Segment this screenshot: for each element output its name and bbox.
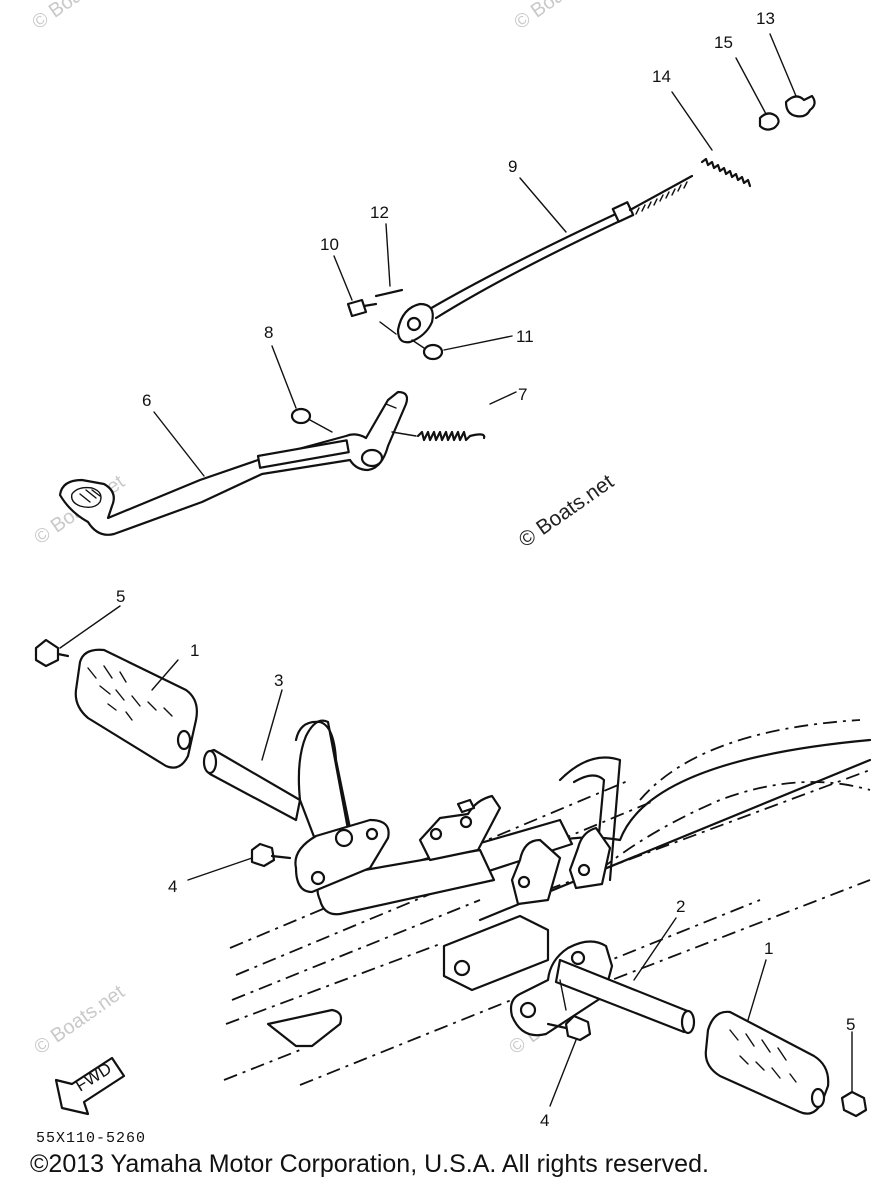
callout-5-left: 5 bbox=[116, 587, 125, 606]
callout-12: 12 bbox=[370, 203, 389, 222]
cotter-pin bbox=[374, 288, 404, 298]
callout-8: 8 bbox=[264, 323, 273, 342]
left-footrest-bar bbox=[202, 719, 390, 894]
right-footrest-bar bbox=[509, 940, 696, 1037]
callout-11: 11 bbox=[516, 327, 534, 346]
watermark-bottom-left: © Boats.net bbox=[30, 981, 129, 1059]
copyright-notice: ©2013 Yamaha Motor Corporation, U.S.A. A… bbox=[30, 1150, 709, 1178]
brake-pedal-assembly bbox=[58, 390, 486, 536]
callout-9: 9 bbox=[508, 157, 517, 176]
callout-1-right: 1 bbox=[764, 939, 773, 958]
callout-15: 15 bbox=[714, 33, 733, 52]
left-bolt bbox=[34, 638, 70, 668]
callout-10: 10 bbox=[320, 235, 339, 254]
callout-5-right: 5 bbox=[846, 1015, 855, 1034]
adjusting-nut bbox=[758, 112, 780, 131]
fwd-arrow-icon: FWD bbox=[54, 1056, 126, 1116]
brake-cable-assembly bbox=[346, 94, 816, 361]
clevis-pin bbox=[346, 298, 368, 318]
pedal-return-spring bbox=[416, 430, 486, 442]
callout-13: 13 bbox=[756, 9, 775, 28]
right-footrest-rubber bbox=[704, 1010, 830, 1115]
leader-lines bbox=[59, 33, 853, 1107]
cable-end-fitting bbox=[611, 201, 635, 223]
callout-7: 7 bbox=[518, 385, 527, 404]
wing-nut bbox=[784, 94, 816, 118]
callout-14: 14 bbox=[652, 67, 671, 86]
left-flange-bolt bbox=[250, 842, 292, 868]
washer bbox=[422, 343, 444, 361]
watermark-top-left: © Boats.net bbox=[28, 0, 127, 34]
return-spring bbox=[700, 157, 752, 188]
callout-1-left: 1 bbox=[190, 641, 199, 660]
callout-2: 2 bbox=[676, 897, 685, 916]
brake-cable bbox=[426, 210, 622, 312]
diagram-code: 55X110-5260 bbox=[36, 1130, 147, 1147]
callout-4-left: 4 bbox=[168, 877, 177, 896]
callout-numbers: 13 15 14 9 12 10 11 8 6 7 5 1 3 4 2 1 5 … bbox=[116, 9, 855, 1130]
right-bolt bbox=[840, 1090, 868, 1118]
left-footrest-rubber bbox=[74, 648, 198, 769]
watermark-top-right: © Boats.net bbox=[510, 0, 609, 34]
callout-4-right: 4 bbox=[540, 1111, 549, 1130]
footrest-frame-assembly bbox=[223, 719, 871, 1086]
cable-threaded-rod bbox=[628, 174, 694, 212]
callout-3: 3 bbox=[274, 671, 283, 690]
pedal-washer bbox=[290, 407, 312, 425]
watermark-center: © Boats.net bbox=[515, 470, 618, 552]
frame-mount-block bbox=[442, 914, 550, 992]
callout-6: 6 bbox=[142, 391, 151, 410]
right-flange-bolt bbox=[546, 1014, 592, 1042]
brake-pedal bbox=[58, 390, 409, 536]
